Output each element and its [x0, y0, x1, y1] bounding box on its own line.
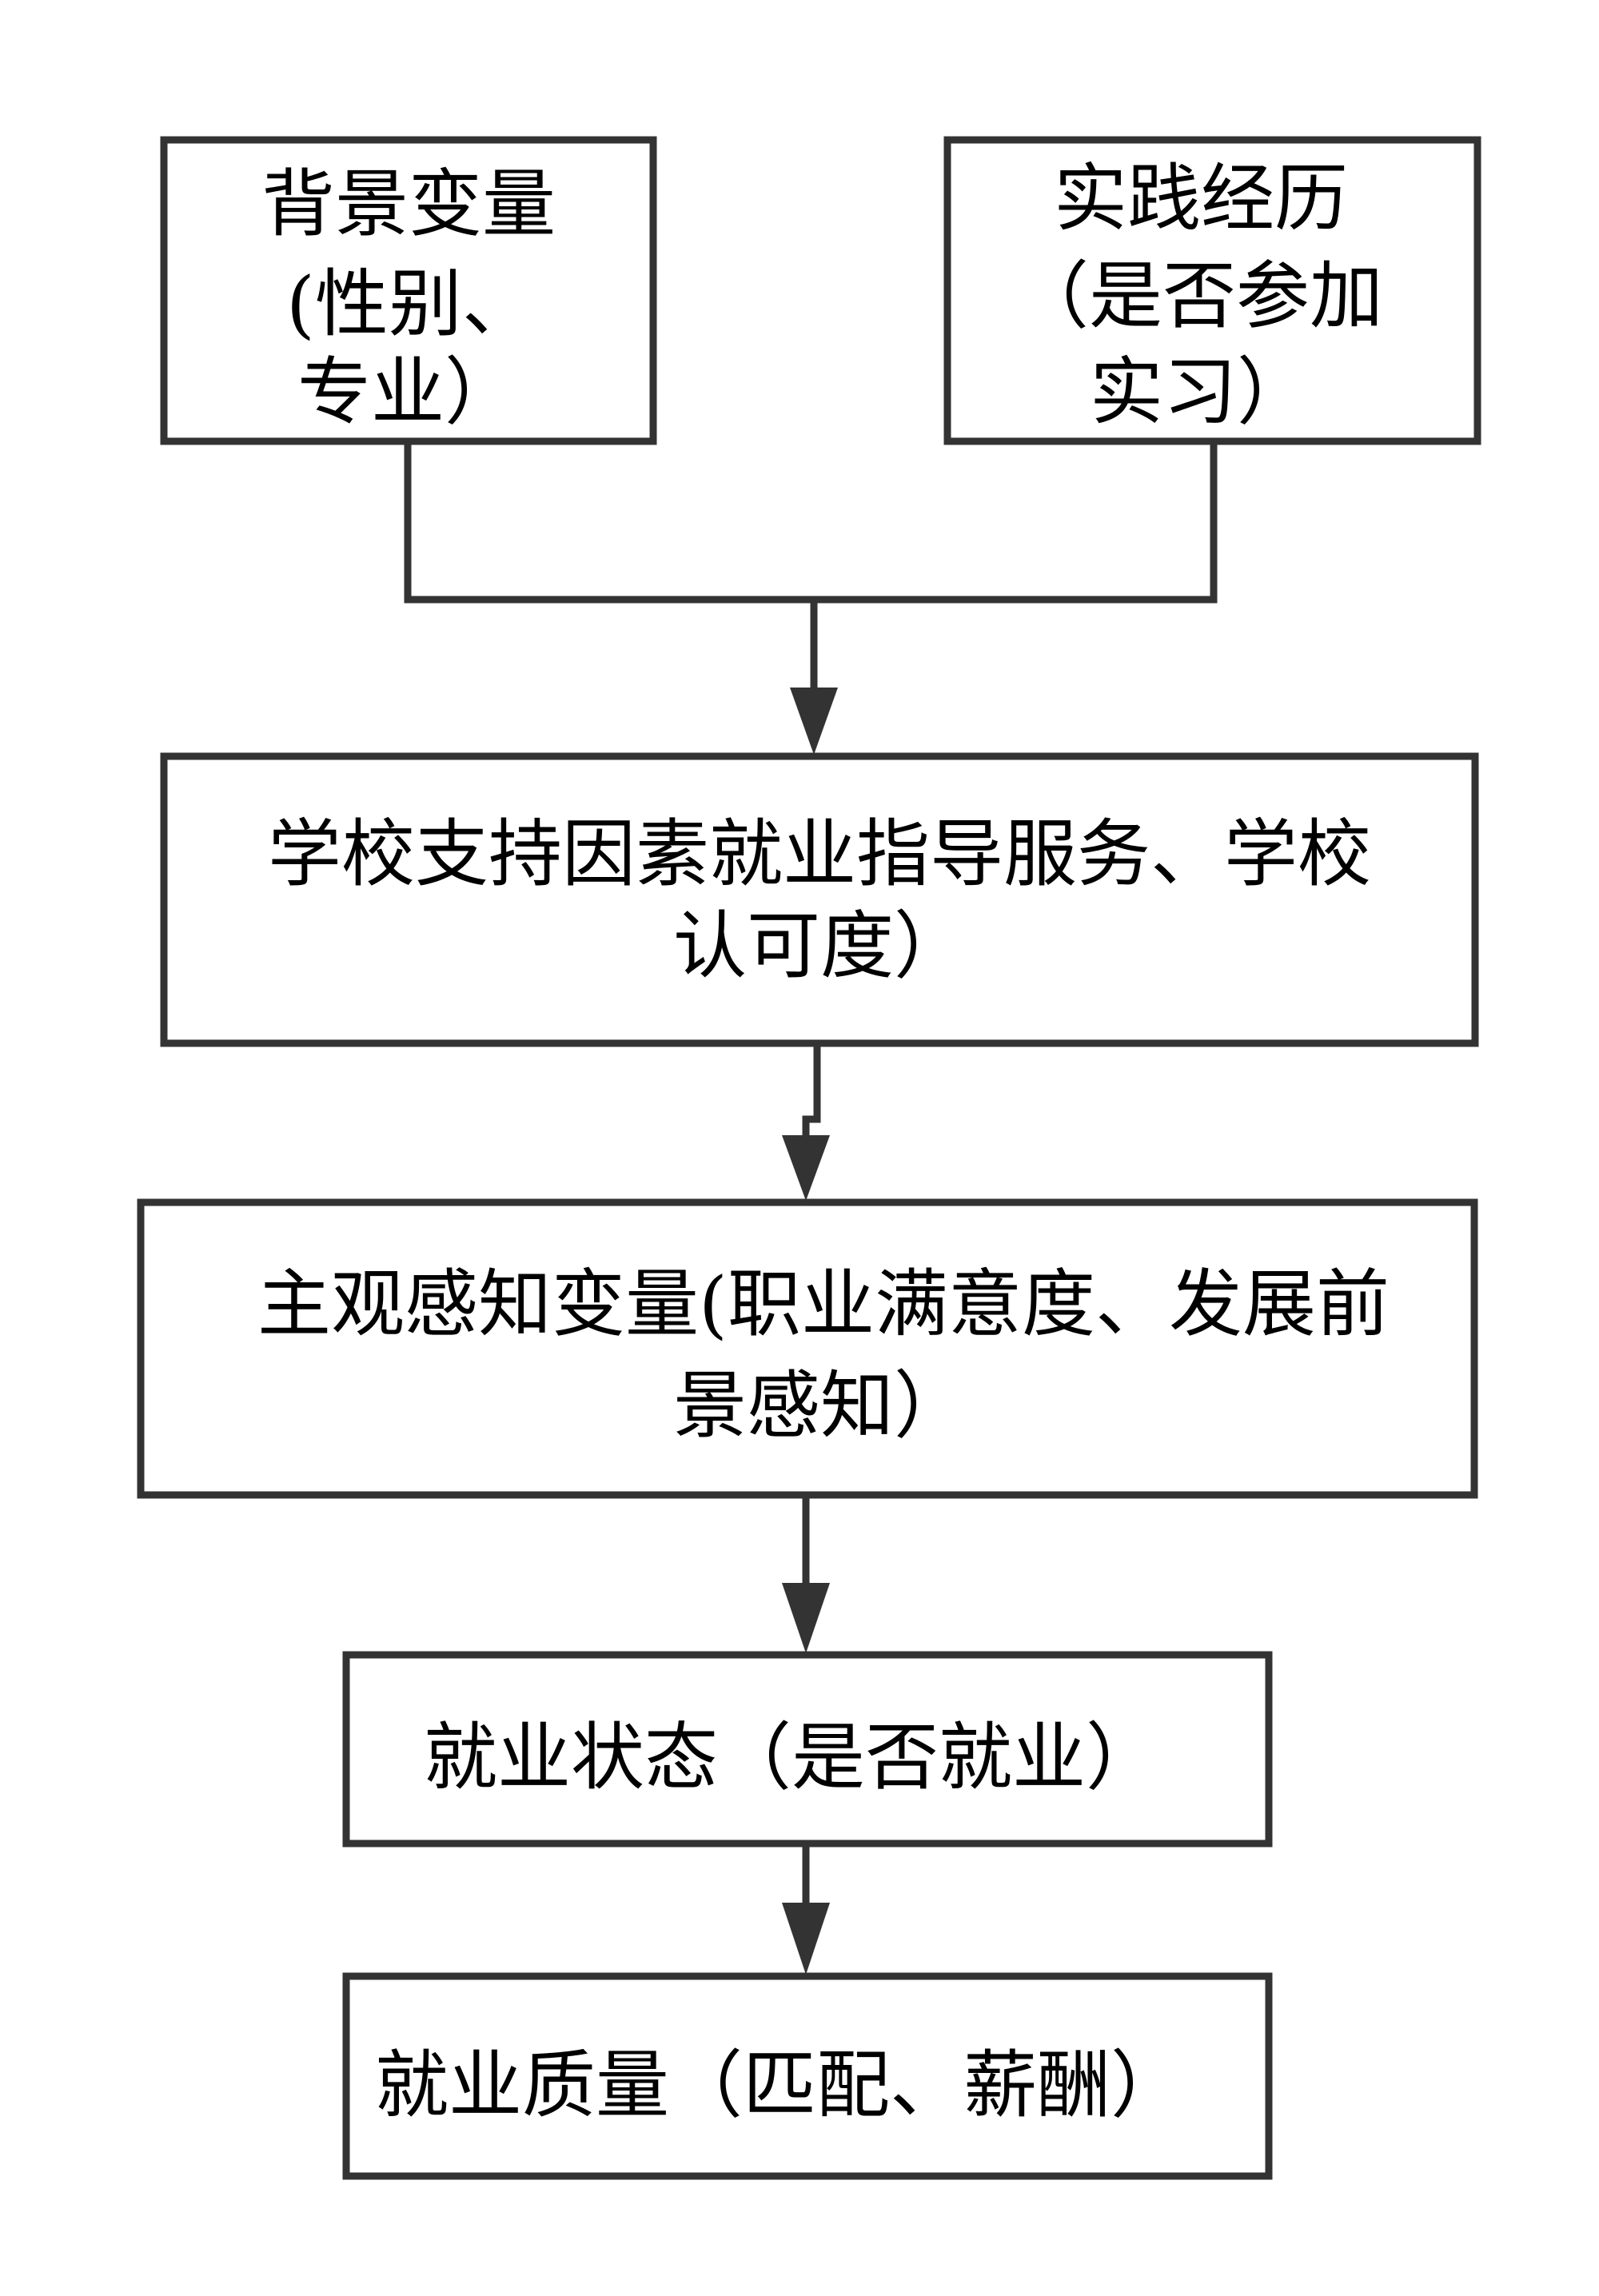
node-background-line-2: (性别、	[286, 261, 536, 347]
node-practice-line-3: 实习）	[1090, 349, 1310, 435]
connectors	[404, 441, 1218, 1975]
node-background: 背景变量 (性别、 专业）	[160, 136, 657, 445]
node-perception-line-2: 景感知）	[673, 1363, 967, 1449]
node-status: 就业状态（是否就业）	[342, 1651, 1273, 1848]
arrowhead-to-school	[790, 688, 838, 755]
arrowhead-to-status	[782, 1583, 830, 1653]
arrowhead-to-quality	[782, 1903, 830, 1975]
node-practice-line-1: 实践经历	[1054, 156, 1348, 241]
connector-practice-merge	[814, 441, 1218, 604]
connector-background-merge	[404, 441, 814, 604]
node-practice-line-2: （是否参加	[1015, 253, 1383, 339]
node-perception-line-1: 主观感知变量(职业满意度、发展前	[257, 1262, 1390, 1347]
node-status-line-1: 就业状态（是否就业）	[424, 1715, 1159, 1800]
node-school: 学校支持因素就业指导服务、学校 认可度）	[160, 752, 1479, 1047]
node-background-line-3: 专业）	[297, 349, 518, 435]
node-background-line-1: 背景变量	[261, 161, 556, 247]
node-perception: 主观感知变量(职业满意度、发展前 景感知）	[137, 1198, 1478, 1499]
node-quality-line-1: 就业质量（匹配、薪酬）	[375, 2043, 1184, 2128]
arrowhead-to-perception	[782, 1135, 830, 1201]
node-school-line-1: 学校支持因素就业指导服务、学校	[268, 811, 1371, 897]
connector-school-to-perception	[802, 1043, 821, 1135]
node-practice: 实践经历 （是否参加 实习）	[943, 136, 1481, 445]
node-quality: 就业质量（匹配、薪酬）	[342, 1972, 1273, 2180]
node-school-line-2: 认可度）	[673, 903, 967, 989]
